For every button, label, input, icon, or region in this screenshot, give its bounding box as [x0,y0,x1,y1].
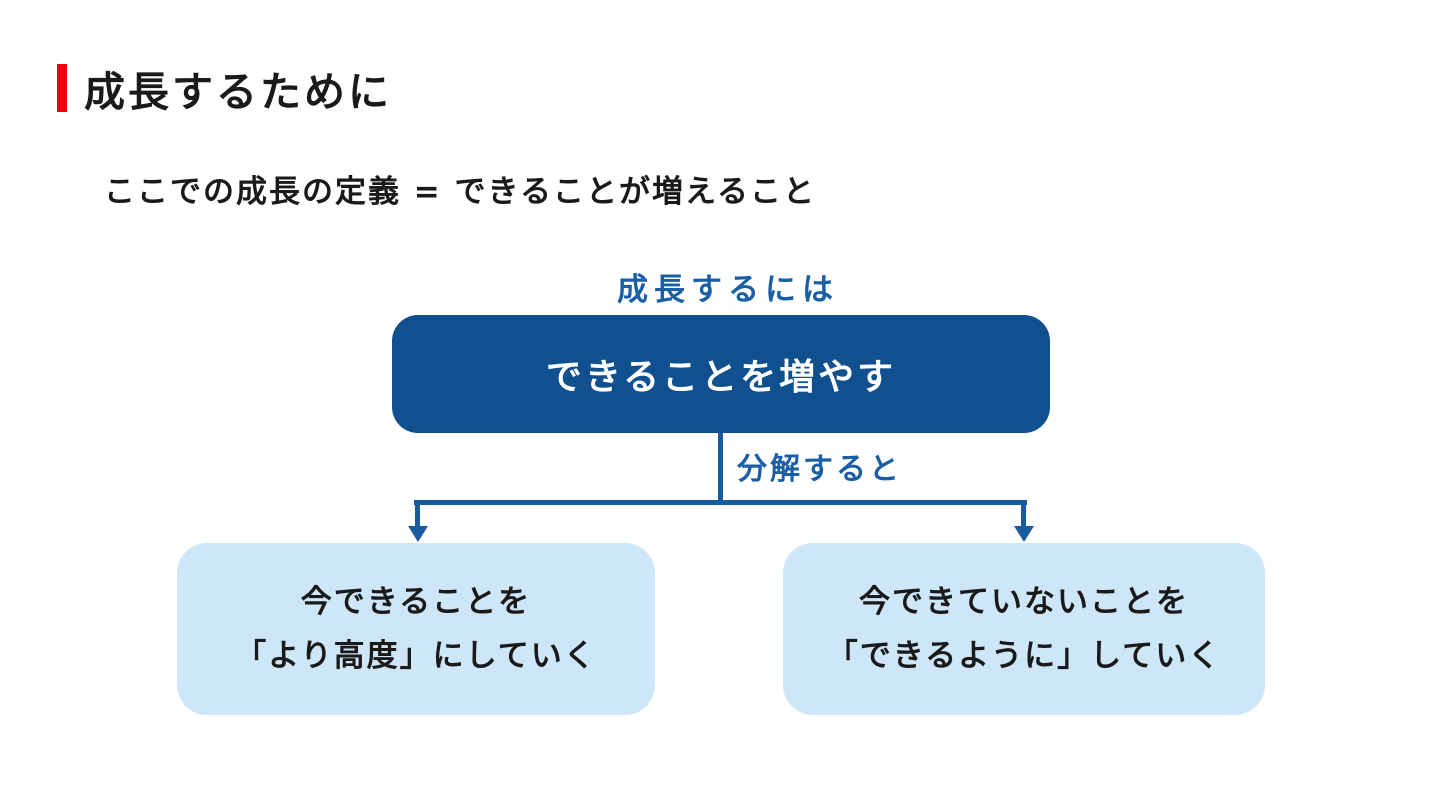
connector-left-leg-line [415,500,420,528]
connector-horizontal-line [414,500,1027,505]
down-arrowhead-right-icon [1014,526,1034,542]
branch-label: 分解すると [737,452,902,487]
title-accent-bar-icon [57,64,67,112]
right-leaf-box-line2: 「できるように」していく [826,638,1222,674]
page-title: 成長するために [84,68,392,116]
root-box-caption: 成長するには [617,272,839,308]
connector-stem-line [718,433,723,502]
definition-subtitle: ここでの成長の定義 = できることが増えること [104,174,817,210]
right-leaf-box: 今できていないことを 「できるように」していく [783,543,1265,715]
root-box-label: できることを増やす [545,357,897,398]
left-leaf-box: 今できることを 「より高度」にしていく [177,543,655,715]
right-leaf-box-line1: 今できていないことを [859,584,1189,620]
root-box: できることを増やす [392,315,1050,433]
left-leaf-box-line1: 今できることを [300,584,532,620]
connector-right-leg-line [1021,500,1026,528]
down-arrowhead-left-icon [408,526,428,542]
left-leaf-box-line2: 「より高度」にしていく [235,638,597,674]
